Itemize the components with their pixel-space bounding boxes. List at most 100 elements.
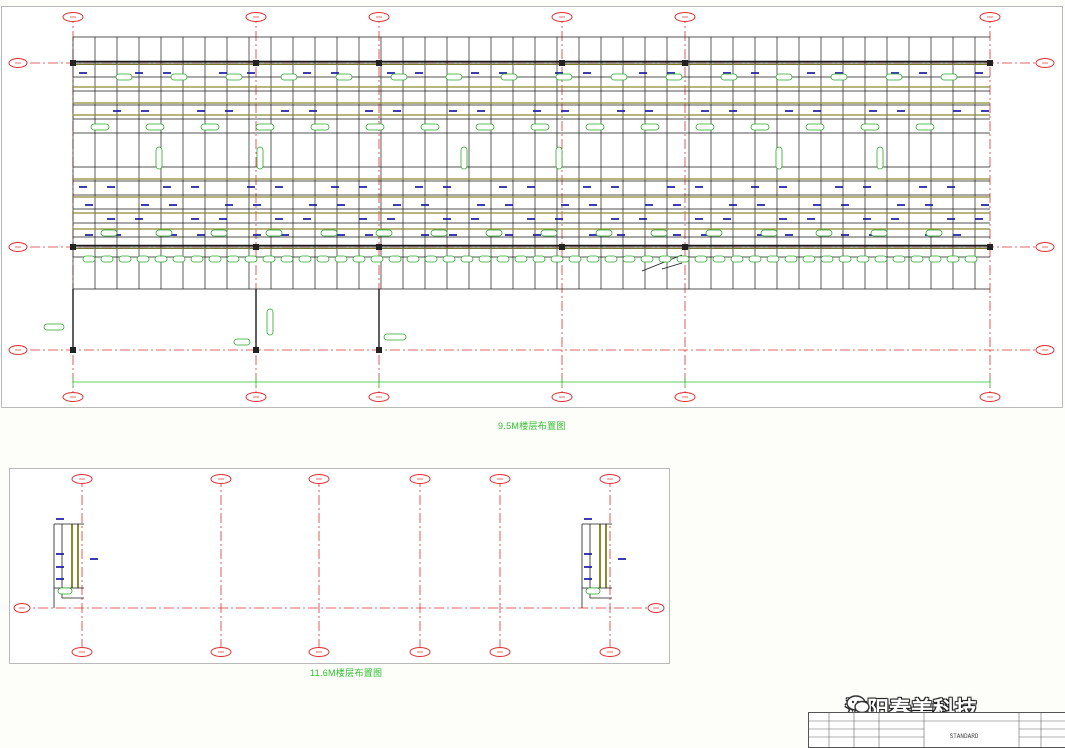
member-tag [514, 255, 528, 263]
member-mark [163, 186, 171, 188]
member-tag [265, 229, 283, 237]
member-tag [208, 255, 222, 263]
member-tag [316, 255, 330, 263]
member-tag [233, 338, 251, 346]
member-mark [617, 234, 625, 236]
member-mark [975, 218, 983, 220]
member-mark [869, 110, 877, 112]
member-mark [135, 72, 143, 74]
member-mark [891, 218, 899, 220]
member-mark [113, 234, 121, 236]
member-mark [281, 234, 289, 236]
member-mark [113, 110, 121, 112]
member-tag [640, 123, 660, 131]
member-tag-vertical [876, 146, 884, 170]
member-mark [645, 204, 653, 206]
member-tag [925, 229, 943, 237]
member-tag [310, 123, 330, 131]
member-mark [505, 234, 513, 236]
member-mark [421, 234, 429, 236]
member-tag [532, 255, 546, 263]
column-marker [682, 244, 688, 250]
member-tag [766, 255, 780, 263]
wechat-bubble-icon [846, 695, 870, 714]
member-tag [964, 255, 978, 263]
member-mark [779, 218, 787, 220]
member-mark [953, 110, 961, 112]
member-tag [43, 323, 65, 331]
member-tag [262, 255, 276, 263]
member-mark [701, 234, 709, 236]
member-mark [584, 553, 592, 555]
member-mark [225, 110, 233, 112]
member-mark [639, 218, 647, 220]
member-tag [856, 255, 870, 263]
member-mark [555, 72, 563, 74]
floor-plan-9-5m [1, 6, 1063, 408]
axis-bubble [1035, 58, 1055, 68]
member-tag [720, 73, 738, 81]
member-tag [145, 123, 165, 131]
member-mark [611, 186, 619, 188]
member-mark [191, 218, 199, 220]
column-marker [70, 244, 76, 250]
column-marker [253, 244, 259, 250]
axis-bubble [368, 392, 390, 402]
member-tag [255, 123, 275, 131]
member-mark [723, 218, 731, 220]
member-mark [275, 186, 283, 188]
title-block-standard: STANDARD [949, 733, 979, 740]
member-tag [170, 73, 188, 81]
member-tag [610, 73, 628, 81]
member-mark [891, 72, 899, 74]
member-tag [226, 255, 240, 263]
member-mark [583, 186, 591, 188]
axis-bubble [551, 392, 573, 402]
member-mark [639, 72, 647, 74]
column-marker [987, 244, 993, 250]
member-mark [919, 186, 927, 188]
member-tag [365, 123, 385, 131]
axis-bubble [210, 474, 232, 484]
member-mark [611, 218, 619, 220]
member-mark [779, 186, 787, 188]
member-mark [561, 204, 569, 206]
member-mark [751, 186, 759, 188]
member-tag [225, 73, 243, 81]
member-tag [815, 229, 833, 237]
member-mark [505, 204, 513, 206]
axis-bubble [489, 474, 511, 484]
member-mark [331, 186, 339, 188]
member-mark [56, 578, 64, 580]
member-tag [694, 255, 708, 263]
member-tag [915, 123, 935, 131]
member-tag [712, 255, 726, 263]
axis-bubble [13, 603, 31, 613]
member-tag [118, 255, 132, 263]
member-mark [197, 110, 205, 112]
member-mark [527, 186, 535, 188]
axis-bubble [368, 12, 390, 22]
column-marker [253, 347, 259, 353]
member-mark [135, 218, 143, 220]
member-mark [863, 218, 871, 220]
member-mark [975, 72, 983, 74]
axis-bubble [1035, 345, 1055, 355]
axis-bubble [409, 647, 431, 657]
member-mark [618, 558, 626, 560]
member-tag [210, 229, 228, 237]
axis-bubble [979, 392, 1001, 402]
axis-bubble [62, 12, 84, 22]
member-mark [309, 204, 317, 206]
drawing-title-block: STANDARD [808, 712, 1065, 748]
member-tag [750, 123, 770, 131]
floor-plan-9-5m-drawing [8, 12, 1055, 402]
member-tag [586, 255, 600, 263]
axis-bubble [674, 392, 696, 402]
member-tag [383, 333, 407, 341]
member-mark [331, 72, 339, 74]
member-mark [163, 72, 171, 74]
member-mark [141, 110, 149, 112]
member-tag [334, 255, 348, 263]
member-tag-vertical [155, 146, 163, 170]
